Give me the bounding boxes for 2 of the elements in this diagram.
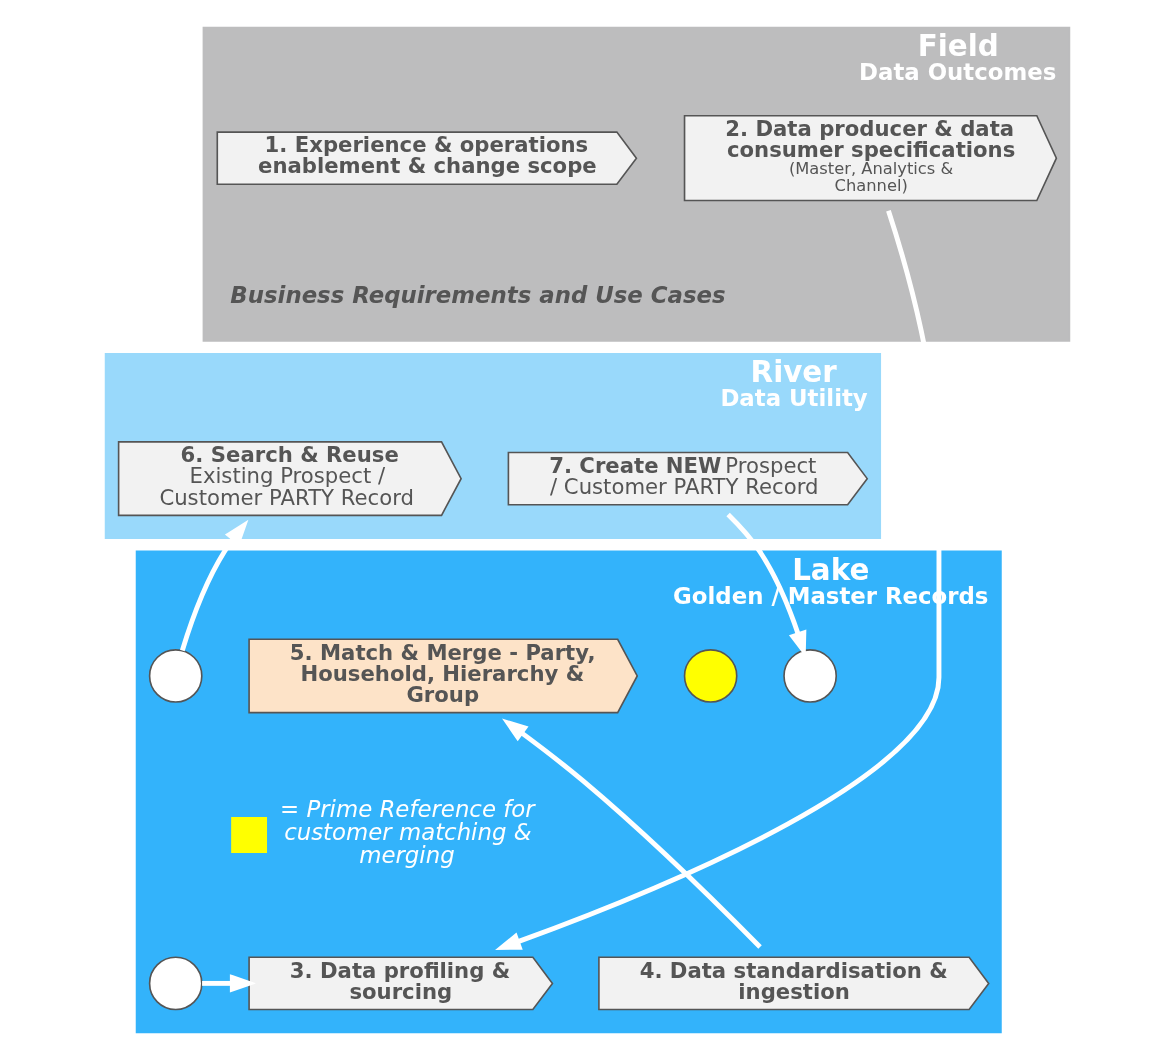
label: Business Requirements and Use Cases — [230, 281, 726, 308]
legend-label: = Prime Reference for customer matching & merging — [280, 796, 535, 869]
